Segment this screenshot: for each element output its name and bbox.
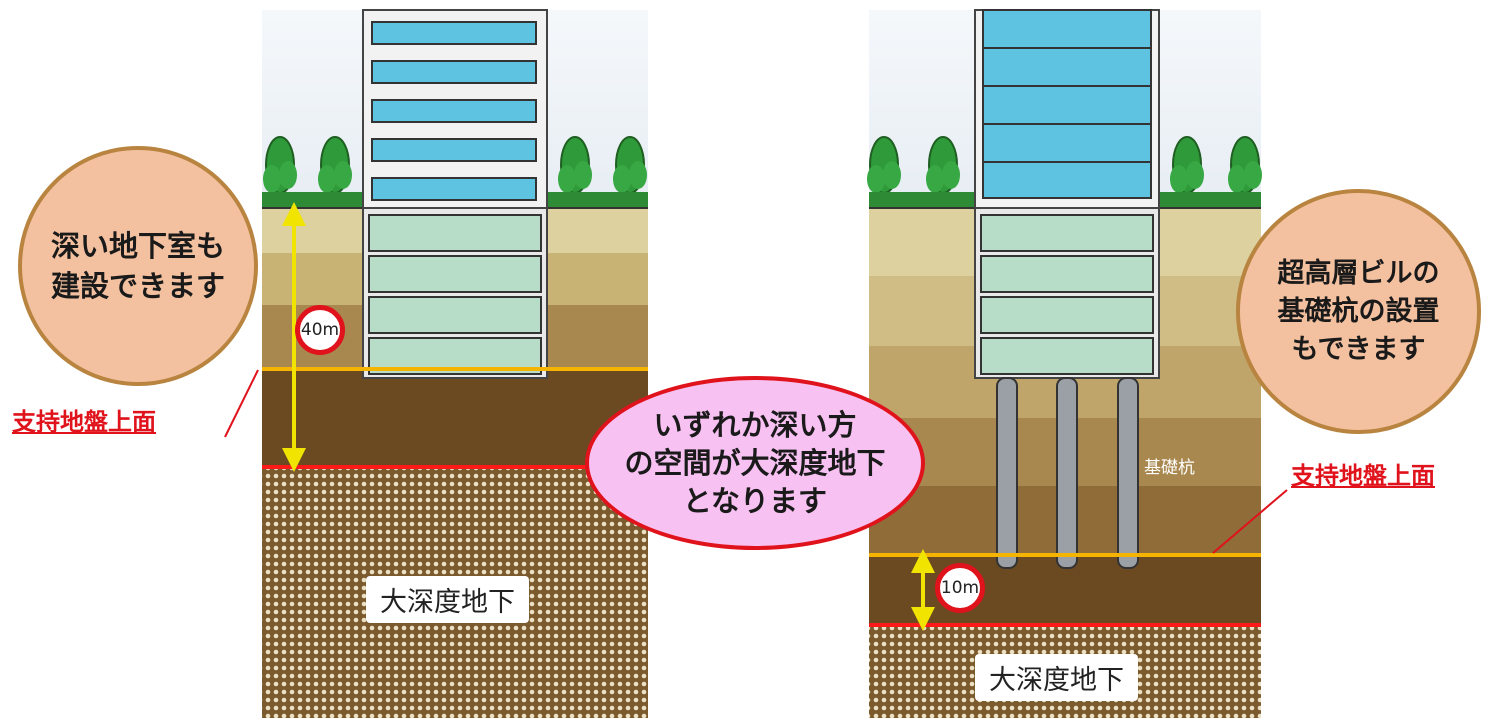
left-leader-line (224, 369, 259, 438)
right-building (869, 9, 1261, 379)
left-building (262, 9, 648, 379)
right-leader-line (1212, 489, 1288, 554)
center-callout-bubble: いずれか深い方 の空間が大深度地下 となります (585, 376, 925, 550)
right-trees (866, 136, 1263, 208)
left-deep-underground-label: 大深度地下 (366, 576, 529, 623)
right-deep-underground-label: 大深度地下 (975, 654, 1138, 701)
left-bearing-stratum (262, 368, 648, 467)
left-depth-badge: 40m (295, 305, 345, 355)
right-callout-bubble: 超高層ビルの 基礎杭の設置 もできます (1236, 189, 1481, 434)
left-bearing-surface-label: 支持地盤上面 (12, 408, 156, 436)
foundation-piles (996, 377, 1139, 569)
foundation-pile-label: 基礎杭 (1144, 458, 1195, 478)
right-panel (866, 9, 1288, 718)
left-callout-bubble: 深い地下室も 建設できます (18, 146, 258, 386)
right-bearing-surface-label: 支持地盤上面 (1291, 462, 1435, 490)
right-depth-badge: 10m (935, 563, 985, 613)
